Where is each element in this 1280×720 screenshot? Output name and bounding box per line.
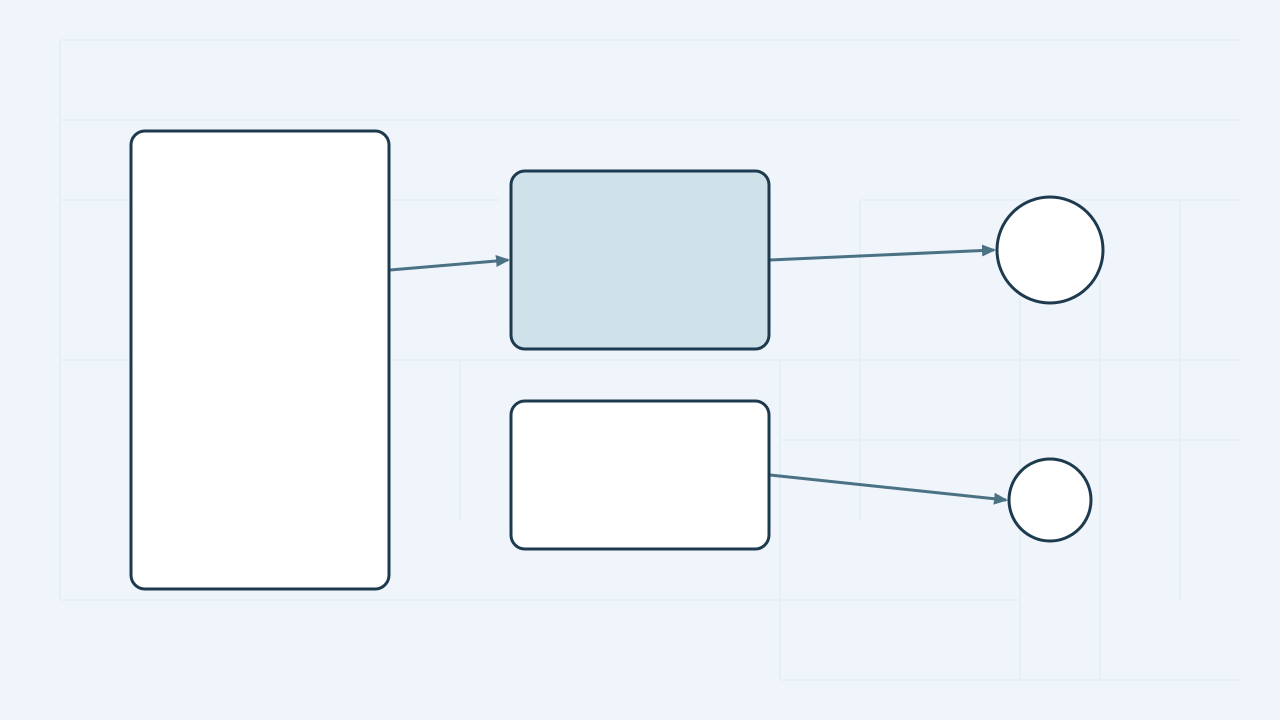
large-end-node-outline: [995, 195, 1105, 305]
edges: [389, 244, 1008, 505]
edge-source-to-highlighted: [389, 255, 510, 272]
small-end-node[interactable]: [1009, 459, 1091, 541]
source-node-outline: [129, 129, 391, 591]
edge-highlighted-to-large-end: [769, 244, 996, 262]
nodes: [129, 129, 1105, 591]
process-node[interactable]: [511, 401, 769, 549]
highlighted-process-node[interactable]: [511, 171, 769, 349]
process-node-outline: [509, 399, 771, 551]
highlighted-process-node-outline: [509, 169, 771, 351]
large-end-node[interactable]: [997, 197, 1103, 303]
small-end-node-outline: [1007, 457, 1093, 543]
edge-process-to-small-end: [769, 473, 1008, 505]
source-node[interactable]: [131, 131, 389, 589]
